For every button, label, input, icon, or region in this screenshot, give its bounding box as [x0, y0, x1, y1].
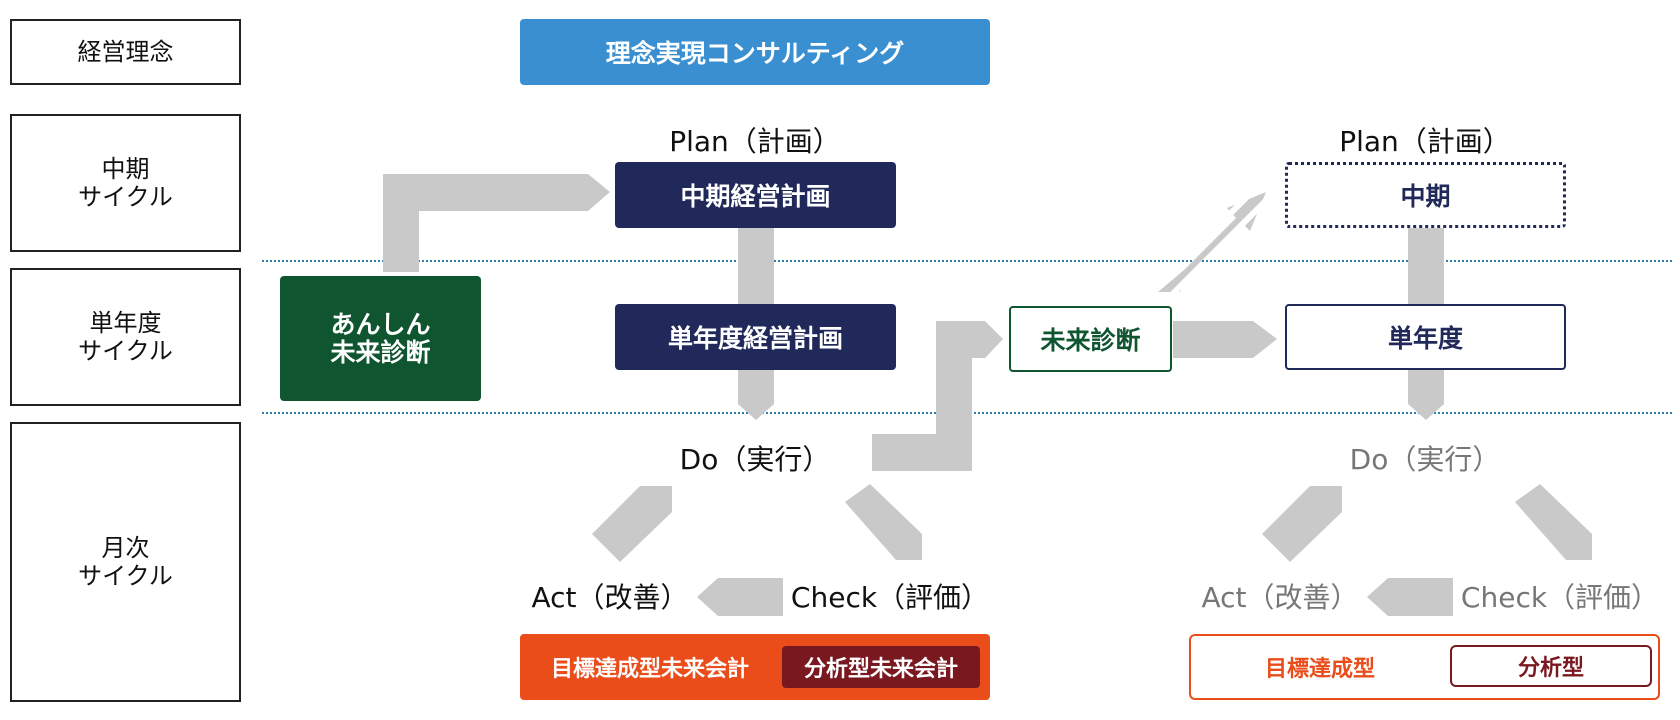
- right-annual-box: 単年度: [1285, 304, 1566, 370]
- right-mid-box: 中期: [1285, 162, 1566, 228]
- arrow-right-do-to-check: [1515, 484, 1592, 560]
- arrow-anshin-to-midplan: [383, 174, 610, 272]
- left-check-label: Check（評価）: [790, 581, 990, 614]
- right-do-label: Do（実行）: [1349, 443, 1501, 476]
- right-act-label: Act（改善）: [1201, 581, 1359, 614]
- consulting-box: 理念実現コンサルティング: [520, 19, 990, 85]
- arrow-midplan-to-annual: [738, 227, 774, 305]
- arrow-future-diagnosis-to-annual: [1173, 321, 1277, 358]
- right-goal-type: 目標達成型: [1264, 657, 1375, 682]
- arrow-do-to-future-diagnosis: [872, 321, 1003, 471]
- left-plan-label: Plan（計画）: [669, 125, 841, 158]
- arrow-dashed-to-mid: [1158, 192, 1266, 292]
- arrow-rightmid-to-annual: [1408, 227, 1444, 305]
- arrow-rightannual-to-do: [1408, 368, 1444, 420]
- right-check-label: Check（評価）: [1460, 581, 1660, 614]
- row-label-mid-cycle: 中期 サイクル: [10, 114, 241, 252]
- right-plan-label: Plan（計画）: [1339, 125, 1511, 158]
- arrow-do-to-act: [592, 486, 672, 562]
- arrow-annual-to-do: [738, 368, 774, 420]
- arrow-right-check-to-act: [1367, 578, 1453, 616]
- mid-plan-box: 中期経営計画: [615, 162, 896, 228]
- row-label-philosophy: 経営理念: [10, 19, 241, 85]
- goal-type-accounting: 目標達成型未来会計: [550, 657, 749, 682]
- divider-mid-annual: [262, 260, 1672, 262]
- arrow-right-do-to-act: [1262, 486, 1342, 562]
- annual-plan-box: 単年度経営計画: [615, 304, 896, 370]
- right-analysis-type: 分析型: [1450, 645, 1652, 687]
- left-act-label: Act（改善）: [531, 581, 689, 614]
- anshin-diagnosis-box: あんしん 未来診断: [280, 276, 481, 401]
- future-diagnosis-box: 未来診断: [1009, 306, 1172, 372]
- arrow-do-to-check: [845, 484, 922, 560]
- arrow-check-to-act: [697, 578, 783, 616]
- row-label-monthly-cycle: 月次 サイクル: [10, 422, 241, 702]
- row-label-annual-cycle: 単年度 サイクル: [10, 268, 241, 406]
- analysis-type-accounting: 分析型未来会計: [782, 646, 980, 688]
- left-do-label: Do（実行）: [679, 443, 831, 476]
